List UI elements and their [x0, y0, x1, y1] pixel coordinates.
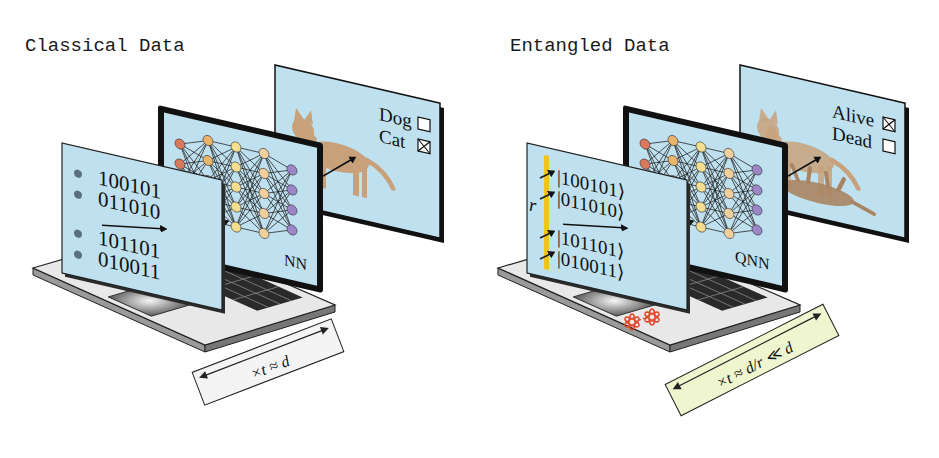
data-arrow [788, 150, 820, 183]
classifier-screen: DogCat [275, 65, 440, 238]
network-name: QNN [735, 247, 770, 275]
entanglement-symbol [629, 314, 635, 330]
network-screen: QNN [623, 105, 788, 293]
bit-dot [74, 190, 82, 200]
quantum-state-screen: r|100101⟩|011010⟩|101101⟩|010011⟩ [527, 143, 687, 310]
entanglement-symbol [644, 310, 661, 323]
qubit-arrow [540, 168, 554, 262]
cat-figure [305, 109, 313, 125]
cat-figure [759, 107, 769, 123]
class-option: Cat [379, 125, 405, 153]
checkbox [883, 139, 895, 154]
bit-dot [74, 250, 82, 260]
qubit-arrow [540, 228, 554, 241]
panel-heading: Entangled Data [510, 34, 670, 58]
entanglement-symbol [624, 315, 641, 328]
entanglement-bar [544, 155, 549, 270]
qubit-arrow [540, 189, 554, 202]
network-name: NN [284, 250, 307, 275]
checkbox [883, 117, 895, 132]
panel-heading: Classical Data [25, 34, 185, 58]
arrow-head [671, 382, 682, 393]
qubit-arrow [540, 168, 554, 181]
arrow-head [198, 371, 208, 381]
cat-figure [367, 160, 393, 188]
cat-figure [353, 165, 359, 196]
scaling-band: ×t ≈ d [192, 318, 345, 405]
entanglement-symbol [644, 310, 661, 323]
bit-dot [74, 169, 82, 179]
input-screen [527, 143, 690, 314]
input-screen [527, 143, 687, 310]
cat-figure [362, 165, 367, 198]
arrow-head [320, 324, 330, 334]
cat-figure [770, 109, 778, 125]
checkbox [418, 139, 430, 154]
quantum-state: r [529, 193, 536, 216]
checkbox [418, 139, 430, 154]
checkbox [418, 117, 430, 154]
classifier-screen: AliveDead [740, 65, 905, 238]
input-screen [62, 143, 225, 314]
checkbox [883, 117, 895, 132]
cat-figure [832, 160, 858, 188]
data-arrow [323, 150, 355, 183]
entanglement-symbol [639, 318, 645, 320]
qubit-arrow [540, 249, 554, 262]
checkbox [883, 117, 895, 154]
bit-dot [74, 169, 82, 260]
entanglement-symbol [649, 309, 655, 325]
scaling-band: ×t ≈ d/r ≪ d [665, 304, 840, 417]
scaling-formula: ×t ≈ d/r ≪ d [713, 338, 796, 392]
cat-figure [294, 107, 304, 123]
input-screen [62, 143, 222, 310]
bitstring-screen: 100101011010101101010011 [62, 143, 222, 310]
bit-dot [74, 229, 82, 239]
arrow-head [812, 310, 823, 321]
network-screen: NN [158, 105, 323, 293]
entanglement-symbol [624, 309, 661, 330]
checkbox [418, 117, 430, 132]
entanglement-symbol [624, 315, 641, 328]
dead-cat-figure [792, 164, 874, 214]
